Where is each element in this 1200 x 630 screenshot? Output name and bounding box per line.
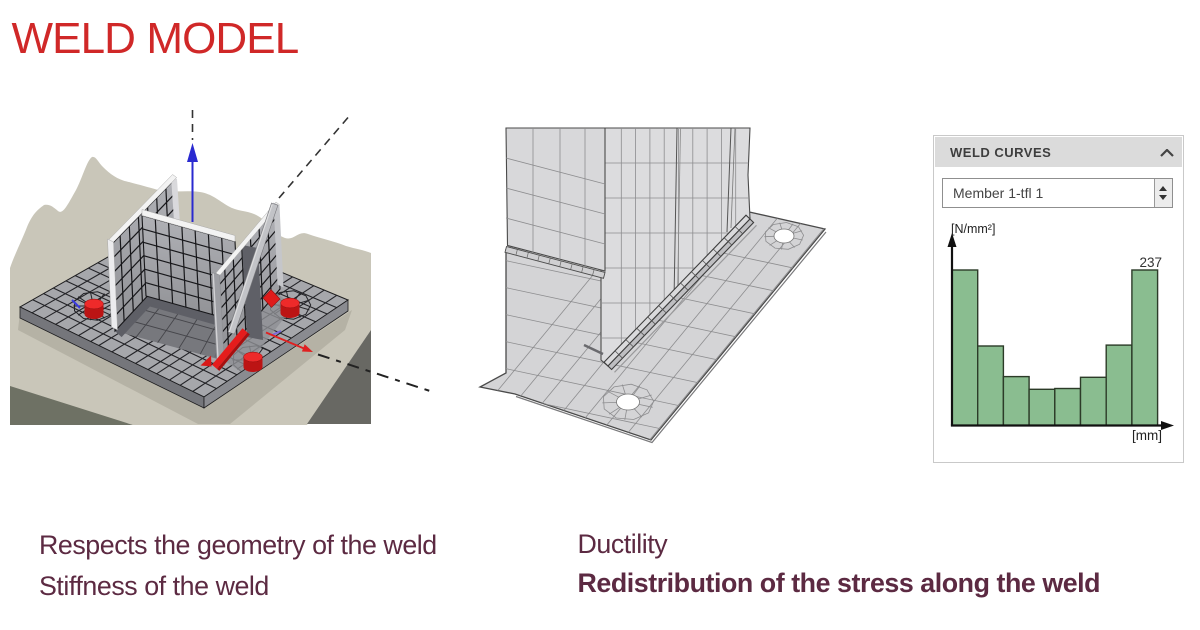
svg-text:237: 237 [1139,255,1162,270]
svg-text:[mm]: [mm] [1132,428,1162,443]
svg-text:[N/mm²]: [N/mm²] [951,222,995,236]
